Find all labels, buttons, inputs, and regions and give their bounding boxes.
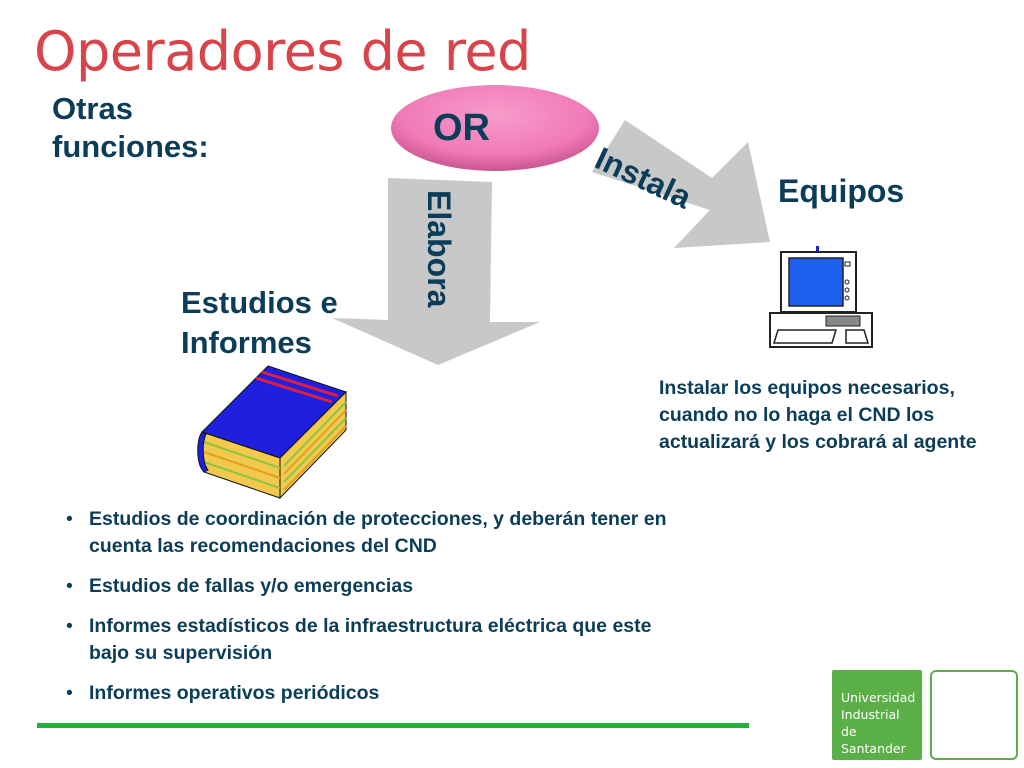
list-item: • Estudios de coordinación de proteccione… bbox=[66, 506, 686, 560]
or-ellipse bbox=[391, 85, 599, 171]
university-name-text: Universidad Industrial de Santander bbox=[841, 690, 916, 756]
bullet-symbol: • bbox=[66, 508, 73, 530]
list-item-text: Informes operativos periódicos bbox=[89, 682, 380, 704]
list-item: • Estudios de fallas y/o emergencias bbox=[66, 573, 686, 600]
list-item-text: Estudios de fallas y/o emergencias bbox=[89, 575, 414, 597]
bullet-symbol: • bbox=[66, 615, 73, 637]
uis-seal bbox=[930, 670, 1018, 760]
elabora-arrow bbox=[332, 178, 540, 365]
subtitle-text: Otras funciones: bbox=[52, 91, 209, 164]
divider-line bbox=[37, 723, 749, 728]
book-icon bbox=[197, 365, 347, 500]
estudios-label: Estudios e Informes bbox=[181, 283, 361, 363]
equipos-description: Instalar los equipos necesarios, cuando … bbox=[659, 377, 977, 453]
bullet-symbol: • bbox=[66, 682, 73, 704]
elabora-label: Elabora bbox=[421, 190, 457, 308]
university-logo bbox=[832, 670, 922, 760]
computer-icon bbox=[769, 246, 873, 348]
estudios-text: Estudios e Informes bbox=[181, 285, 338, 360]
list-item: • Informes operativos periódicos bbox=[66, 680, 686, 707]
university-name: Universidad Industrial de Santander bbox=[841, 689, 917, 757]
bullet-symbol: • bbox=[66, 575, 73, 597]
list-item: • Informes estadísticos de la infraestruc… bbox=[66, 613, 686, 667]
slide-title: Operadores de red bbox=[34, 20, 531, 83]
list-item-text: Estudios de coordinación de protecciones… bbox=[89, 508, 667, 557]
equipos-label: Equipos bbox=[778, 173, 905, 209]
list-item-text: Informes estadísticos de la infraestruct… bbox=[89, 615, 652, 664]
or-label: OR bbox=[433, 107, 490, 149]
subtitle: Otras funciones: bbox=[52, 90, 242, 166]
instala-arrow bbox=[592, 120, 770, 248]
bullet-list: • Estudios de coordinación de proteccione… bbox=[66, 506, 686, 720]
